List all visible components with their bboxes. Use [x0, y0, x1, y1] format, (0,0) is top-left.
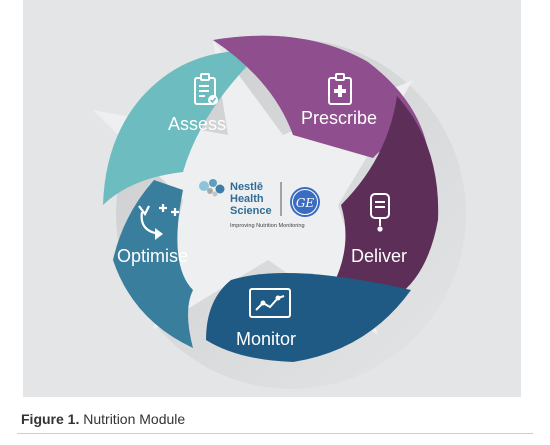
figure-caption: Figure 1. Nutrition Module	[21, 411, 185, 427]
segment-prescribe[interactable]	[213, 35, 428, 158]
ge-logo: GE	[290, 187, 320, 217]
caption-divider	[17, 433, 533, 434]
figure-caption-text: Nutrition Module	[83, 411, 186, 427]
figure-label: Figure 1.	[21, 411, 80, 427]
segment-label-assess: Assess	[168, 114, 226, 134]
monitor-chart-icon	[249, 288, 291, 318]
segment-label-deliver: Deliver	[351, 246, 407, 266]
logo-tagline: Improving Nutrition Monitoring	[230, 223, 305, 229]
svg-text:GE: GE	[296, 196, 315, 210]
segment-optimise[interactable]	[113, 180, 193, 348]
center-logo: Nestlē Health Science GE Improving Nutri…	[199, 179, 320, 229]
iv-bag-icon	[370, 193, 390, 232]
clipboard-cross-icon	[328, 73, 352, 105]
segment-label-monitor: Monitor	[236, 329, 296, 349]
brand-line-2: Health	[230, 193, 264, 205]
nestle-logo-mark	[199, 179, 225, 197]
nutrition-cycle-diagram: Assess Prescribe Deliver Monitor Optimis…	[93, 35, 466, 389]
refresh-plus-icon	[138, 204, 179, 240]
segment-monitor[interactable]	[206, 272, 411, 362]
brand-line-3: Science	[230, 205, 272, 217]
segment-label-optimise: Optimise	[117, 246, 188, 266]
diagram-panel: Assess Prescribe Deliver Monitor Optimis…	[23, 0, 521, 397]
segment-label-prescribe: Prescribe	[301, 108, 377, 128]
segment-deliver[interactable]	[333, 96, 439, 297]
brand-line-1: Nestlē	[230, 181, 263, 193]
clipboard-check-icon	[194, 73, 218, 105]
segment-assess[interactable]	[103, 51, 261, 205]
